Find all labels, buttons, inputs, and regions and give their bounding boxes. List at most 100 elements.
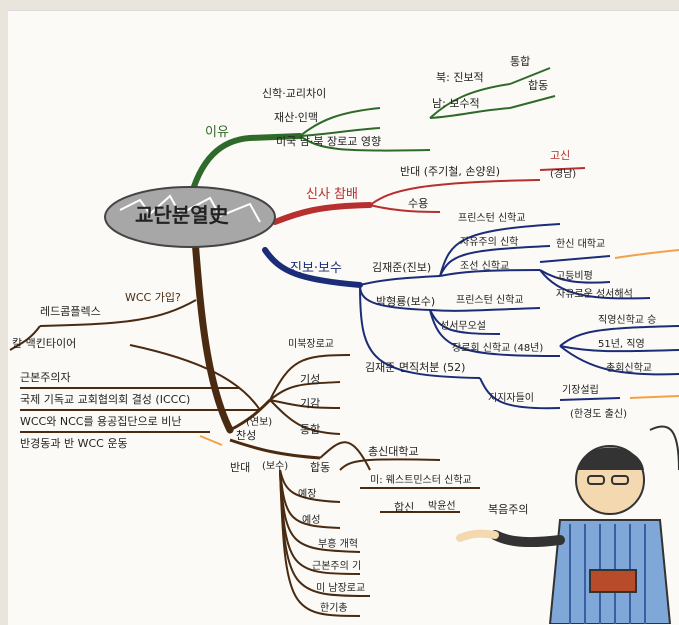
progressive-branch <box>262 247 363 288</box>
kim-sub-3 <box>439 269 541 277</box>
shrine-accept: 수용 <box>408 197 429 210</box>
anti-line <box>229 438 321 460</box>
anti-sub-5 <box>279 469 371 597</box>
supporters-label: 지지자들이 <box>488 393 534 404</box>
shrine-accept-line <box>369 204 441 213</box>
progressive-label: 진보·보수 <box>290 261 342 276</box>
left-item-4: 반경동과 반 WCC 운동 <box>20 437 128 450</box>
anti-item-5: 미 남장로교 <box>316 583 366 594</box>
kim-label: 김재준(진보) <box>372 261 432 274</box>
pro-sub-3 <box>269 399 341 409</box>
right-line-3 <box>559 345 679 376</box>
right-line-2 <box>559 345 679 353</box>
kim-item-3: 조선 신학교 <box>460 261 510 272</box>
kim-line <box>359 275 441 286</box>
pro-item-2: 기성 <box>300 373 321 386</box>
pro-item-1: 미북장로교 <box>288 339 334 350</box>
gogeung-label: 고등비평 <box>556 271 593 282</box>
reason-sub-1 <box>299 107 381 137</box>
shrine-label: 신사 참배 <box>306 187 358 202</box>
north-to: 통합 <box>510 55 531 68</box>
anti-tag: (보수) <box>262 461 289 472</box>
kim-sub-2 <box>439 245 551 277</box>
south-to-line <box>509 95 556 109</box>
anti-label: 반대 <box>230 461 251 474</box>
kim-sub-1 <box>439 223 561 277</box>
park-sub-2 <box>429 309 561 357</box>
left-item-3: WCC와 NCC를 용공집단으로 비난 <box>20 415 182 428</box>
park-school: 프린스턴 신학교 <box>456 295 524 306</box>
anti-sub-6 <box>279 469 361 617</box>
center-title: 교단분열史 <box>135 203 229 227</box>
park-sub-1 <box>429 309 501 335</box>
right-item-1: 직영신학교 승 <box>598 315 657 326</box>
pro-item-3: 기감 <box>300 397 321 410</box>
anti-park2: 박윤선 <box>428 501 456 512</box>
teacher-illustration <box>456 425 679 624</box>
kim-item-2: 자유주의 신학 <box>460 237 519 248</box>
center-highlight <box>119 194 261 223</box>
south-line <box>429 107 511 119</box>
left-item-1: 근본주의자 <box>20 371 71 384</box>
pro-sub-2 <box>269 381 341 401</box>
shrine-oppose-result: 고신 <box>550 149 571 162</box>
center-cloud <box>104 186 276 248</box>
anti-hapsin: 합신 <box>394 501 415 514</box>
wcc-branch <box>191 236 234 434</box>
south-to: 합동 <box>528 79 549 92</box>
pro-tag: (연보) <box>246 417 273 428</box>
north-label: 북: 진보적 <box>436 71 484 84</box>
expel-line <box>359 284 481 379</box>
pro-sub-1 <box>269 354 351 401</box>
wcc-label: WCC 가입? <box>125 291 181 304</box>
park-label: 박형룡(보수) <box>376 295 436 308</box>
gijang-line <box>559 397 621 401</box>
kim-item-1: 프린스턴 신학교 <box>458 213 526 224</box>
reason-item-3: 미국 남·북 장로교 영향 <box>276 135 382 148</box>
anti-school: 총신대학교 <box>368 445 419 458</box>
expel-label: 김재준 면직처분 (52) <box>365 361 466 374</box>
south-label: 남: 보수적 <box>432 97 480 110</box>
mcintyre-line <box>9 325 41 351</box>
north-to-line <box>509 67 551 85</box>
shrine-oppose: 반대 (주기철, 손양원) <box>400 165 501 178</box>
anti-hap: 합동 <box>310 461 331 474</box>
reason-item-1: 신학·교리차이 <box>262 87 327 100</box>
hanshin-label: 한신 대학교 <box>556 239 606 250</box>
anti-item-3: 부흥 개혁 <box>318 539 358 550</box>
orange-arrow-gijang <box>629 395 679 399</box>
pro-item-4: 통합 <box>300 423 321 436</box>
pro-label: 찬성 <box>236 429 257 442</box>
pro-line <box>229 398 272 432</box>
anti-mi: 미: 웨스트민스터 신학교 <box>370 475 472 486</box>
park-item-1: 성서무오설 <box>440 321 486 332</box>
anti-item-6: 한기총 <box>320 603 348 614</box>
hanshin-line <box>539 255 611 263</box>
park-item-2: 장로회 신학교 (48년) <box>452 343 544 354</box>
gogeung2-label: 자유로운 성서해석 <box>556 289 633 300</box>
gogeung-line <box>539 269 611 284</box>
orange-arrow-hanshin <box>614 249 679 259</box>
right-item-3: 총회신학교 <box>606 363 652 374</box>
left-item-2: 국제 기독교 교회협의회 결성 (ICCC) <box>20 393 191 406</box>
right-item-2: 51년, 직영 <box>598 339 645 350</box>
gogeung2-line <box>539 269 651 300</box>
left-cluster-line <box>129 344 261 411</box>
right-line-1 <box>559 325 679 347</box>
reason-item-2: 재산·인맥 <box>274 111 318 124</box>
reason-label: 이유 <box>205 125 229 140</box>
park-school-line <box>429 307 541 312</box>
red-complex-label: 레드콤플렉스 <box>40 305 101 318</box>
wcc-left-line <box>39 299 197 327</box>
gijang-label: 기장설립 <box>562 385 599 396</box>
orange-arrow-left <box>199 435 223 446</box>
gijang-note: (한경도 출신) <box>570 409 627 420</box>
shrine-branch <box>272 202 373 225</box>
anti-item-2: 예성 <box>302 515 321 526</box>
gosin-line <box>539 167 586 171</box>
reason-sub-3 <box>299 135 431 152</box>
supporters-line <box>479 377 561 410</box>
reason-sub-2 <box>299 127 381 137</box>
